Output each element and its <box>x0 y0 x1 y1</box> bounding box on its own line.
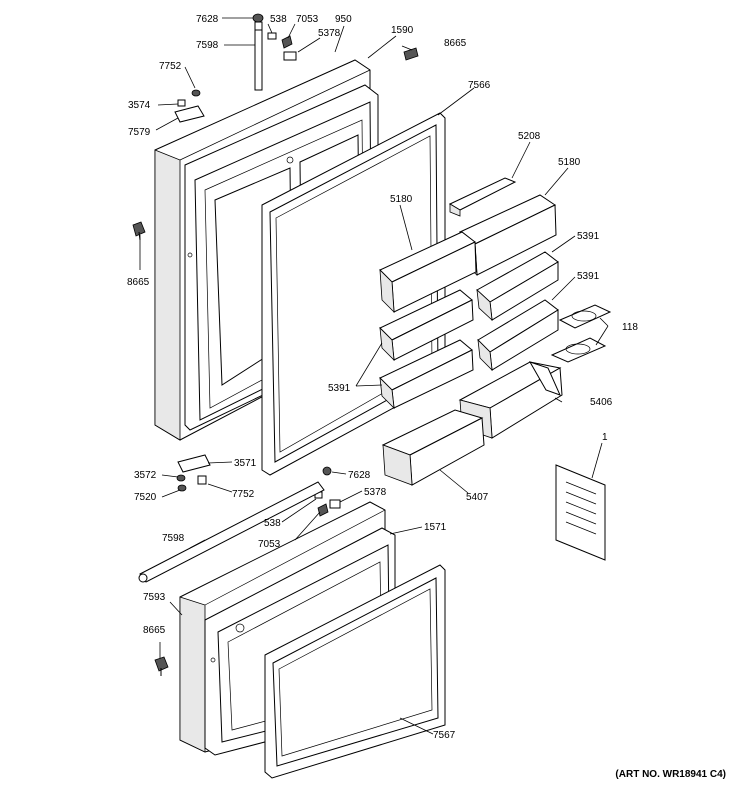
callout-7752: 7752 <box>159 61 182 72</box>
callout-950: 950 <box>335 14 352 25</box>
egg-tray-118 <box>550 304 612 363</box>
callout-7053: 7053 <box>258 539 281 550</box>
door-shelf-5391-upper <box>476 251 559 322</box>
door-shelf-5407 <box>381 409 485 486</box>
callout-7053: 7053 <box>296 14 319 25</box>
art-number: (ART NO. WR18941 C4) <box>615 769 726 780</box>
callout-5378: 5378 <box>318 28 341 39</box>
callout-5180: 5180 <box>390 194 413 205</box>
callout-7579: 7579 <box>128 127 151 138</box>
callout-3572: 3572 <box>134 470 157 481</box>
callout-5391: 5391 <box>577 271 600 282</box>
callout-3571: 3571 <box>234 458 257 469</box>
callout-1: 1 <box>602 432 608 443</box>
callout-3574: 3574 <box>128 100 151 111</box>
callout-538: 538 <box>270 14 287 25</box>
screw-icon <box>132 47 419 241</box>
door-bin-5180-left <box>379 231 477 314</box>
screw-icon <box>154 656 169 676</box>
leader-lines <box>139 17 609 735</box>
callout-7598: 7598 <box>162 533 185 544</box>
lower-hinge-parts <box>176 454 341 517</box>
callout-8665: 8665 <box>444 38 467 49</box>
callout-1590: 1590 <box>391 25 414 36</box>
callout-7752: 7752 <box>232 489 255 500</box>
door-shelf-5391-middle <box>379 289 559 372</box>
callout-7567: 7567 <box>433 730 456 741</box>
callout-5378: 5378 <box>364 487 387 498</box>
callout-7566: 7566 <box>468 80 491 91</box>
owners-manual-1 <box>555 464 606 561</box>
callout-1571: 1571 <box>424 522 447 533</box>
callout-5208: 5208 <box>518 131 541 142</box>
callout-labels: 7628 538 7053 950 1590 5378 7598 8665 77… <box>127 14 638 741</box>
door-shelf-5391-lower <box>379 339 474 410</box>
lower-hinge-rod-7598 <box>138 481 325 583</box>
callout-7628: 7628 <box>196 14 219 25</box>
callout-5406: 5406 <box>590 397 613 408</box>
callout-7520: 7520 <box>134 492 157 503</box>
callout-538: 538 <box>264 518 281 529</box>
callout-5391: 5391 <box>577 231 600 242</box>
callout-5391: 5391 <box>328 383 351 394</box>
callout-7628: 7628 <box>348 470 371 481</box>
callout-5407: 5407 <box>466 492 489 503</box>
top-hinge-parts <box>174 32 297 123</box>
lower-door-gasket <box>264 564 446 779</box>
callout-7598: 7598 <box>196 40 219 51</box>
callout-8665: 8665 <box>127 277 150 288</box>
callout-8665: 8665 <box>143 625 166 636</box>
dairy-door-bin-5208 <box>448 177 517 217</box>
upper-hinge-pin <box>252 13 264 91</box>
callout-7593: 7593 <box>143 592 166 603</box>
callout-5180: 5180 <box>558 157 581 168</box>
callout-118: 118 <box>622 322 638 333</box>
